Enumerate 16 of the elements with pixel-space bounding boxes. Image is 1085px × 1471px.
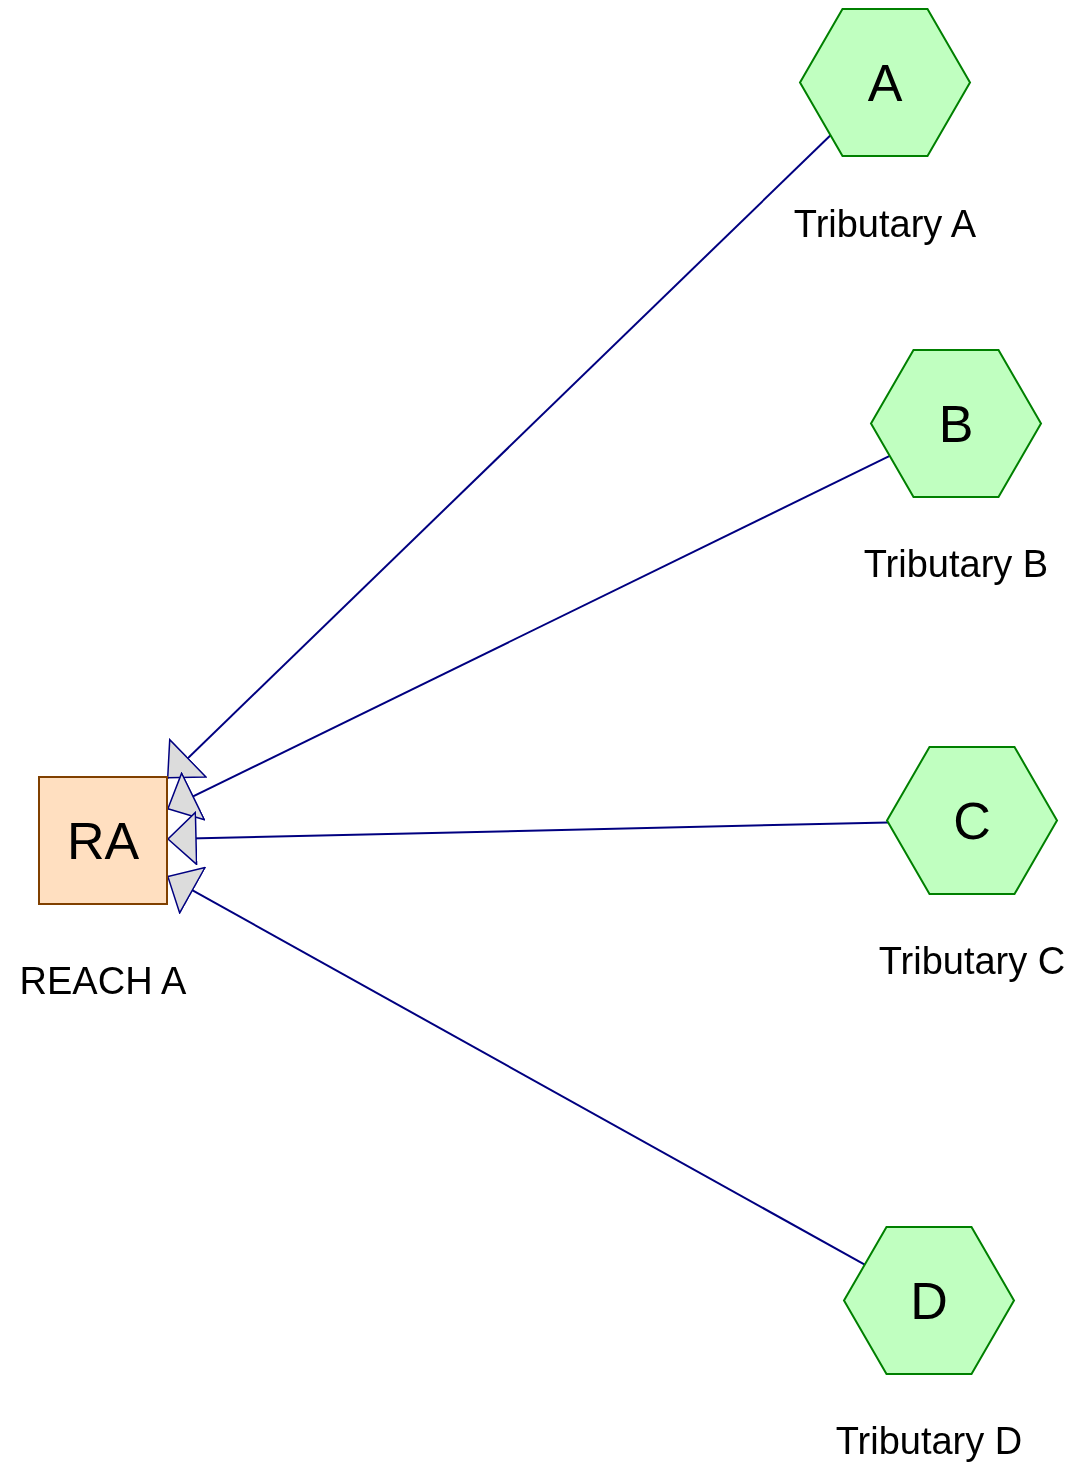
hexagon-node [844,1227,1014,1374]
hexagon-node [800,9,970,156]
node-label: RA [65,810,141,872]
node-caption: Tributary D [835,1420,1023,1463]
hexagon-node [871,350,1041,497]
node-label: B [937,393,975,455]
node-caption: Tributary A [793,203,977,246]
arrow [166,134,832,780]
node-caption: Tributary C [878,940,1066,983]
hexagon-node [887,747,1057,894]
node-label: C [952,790,992,852]
node-caption: Tributary B [863,543,1049,586]
node-caption: REACH A [19,960,187,1003]
node-label: A [866,52,904,114]
node-label: D [909,1270,949,1332]
square-node [39,777,167,904]
